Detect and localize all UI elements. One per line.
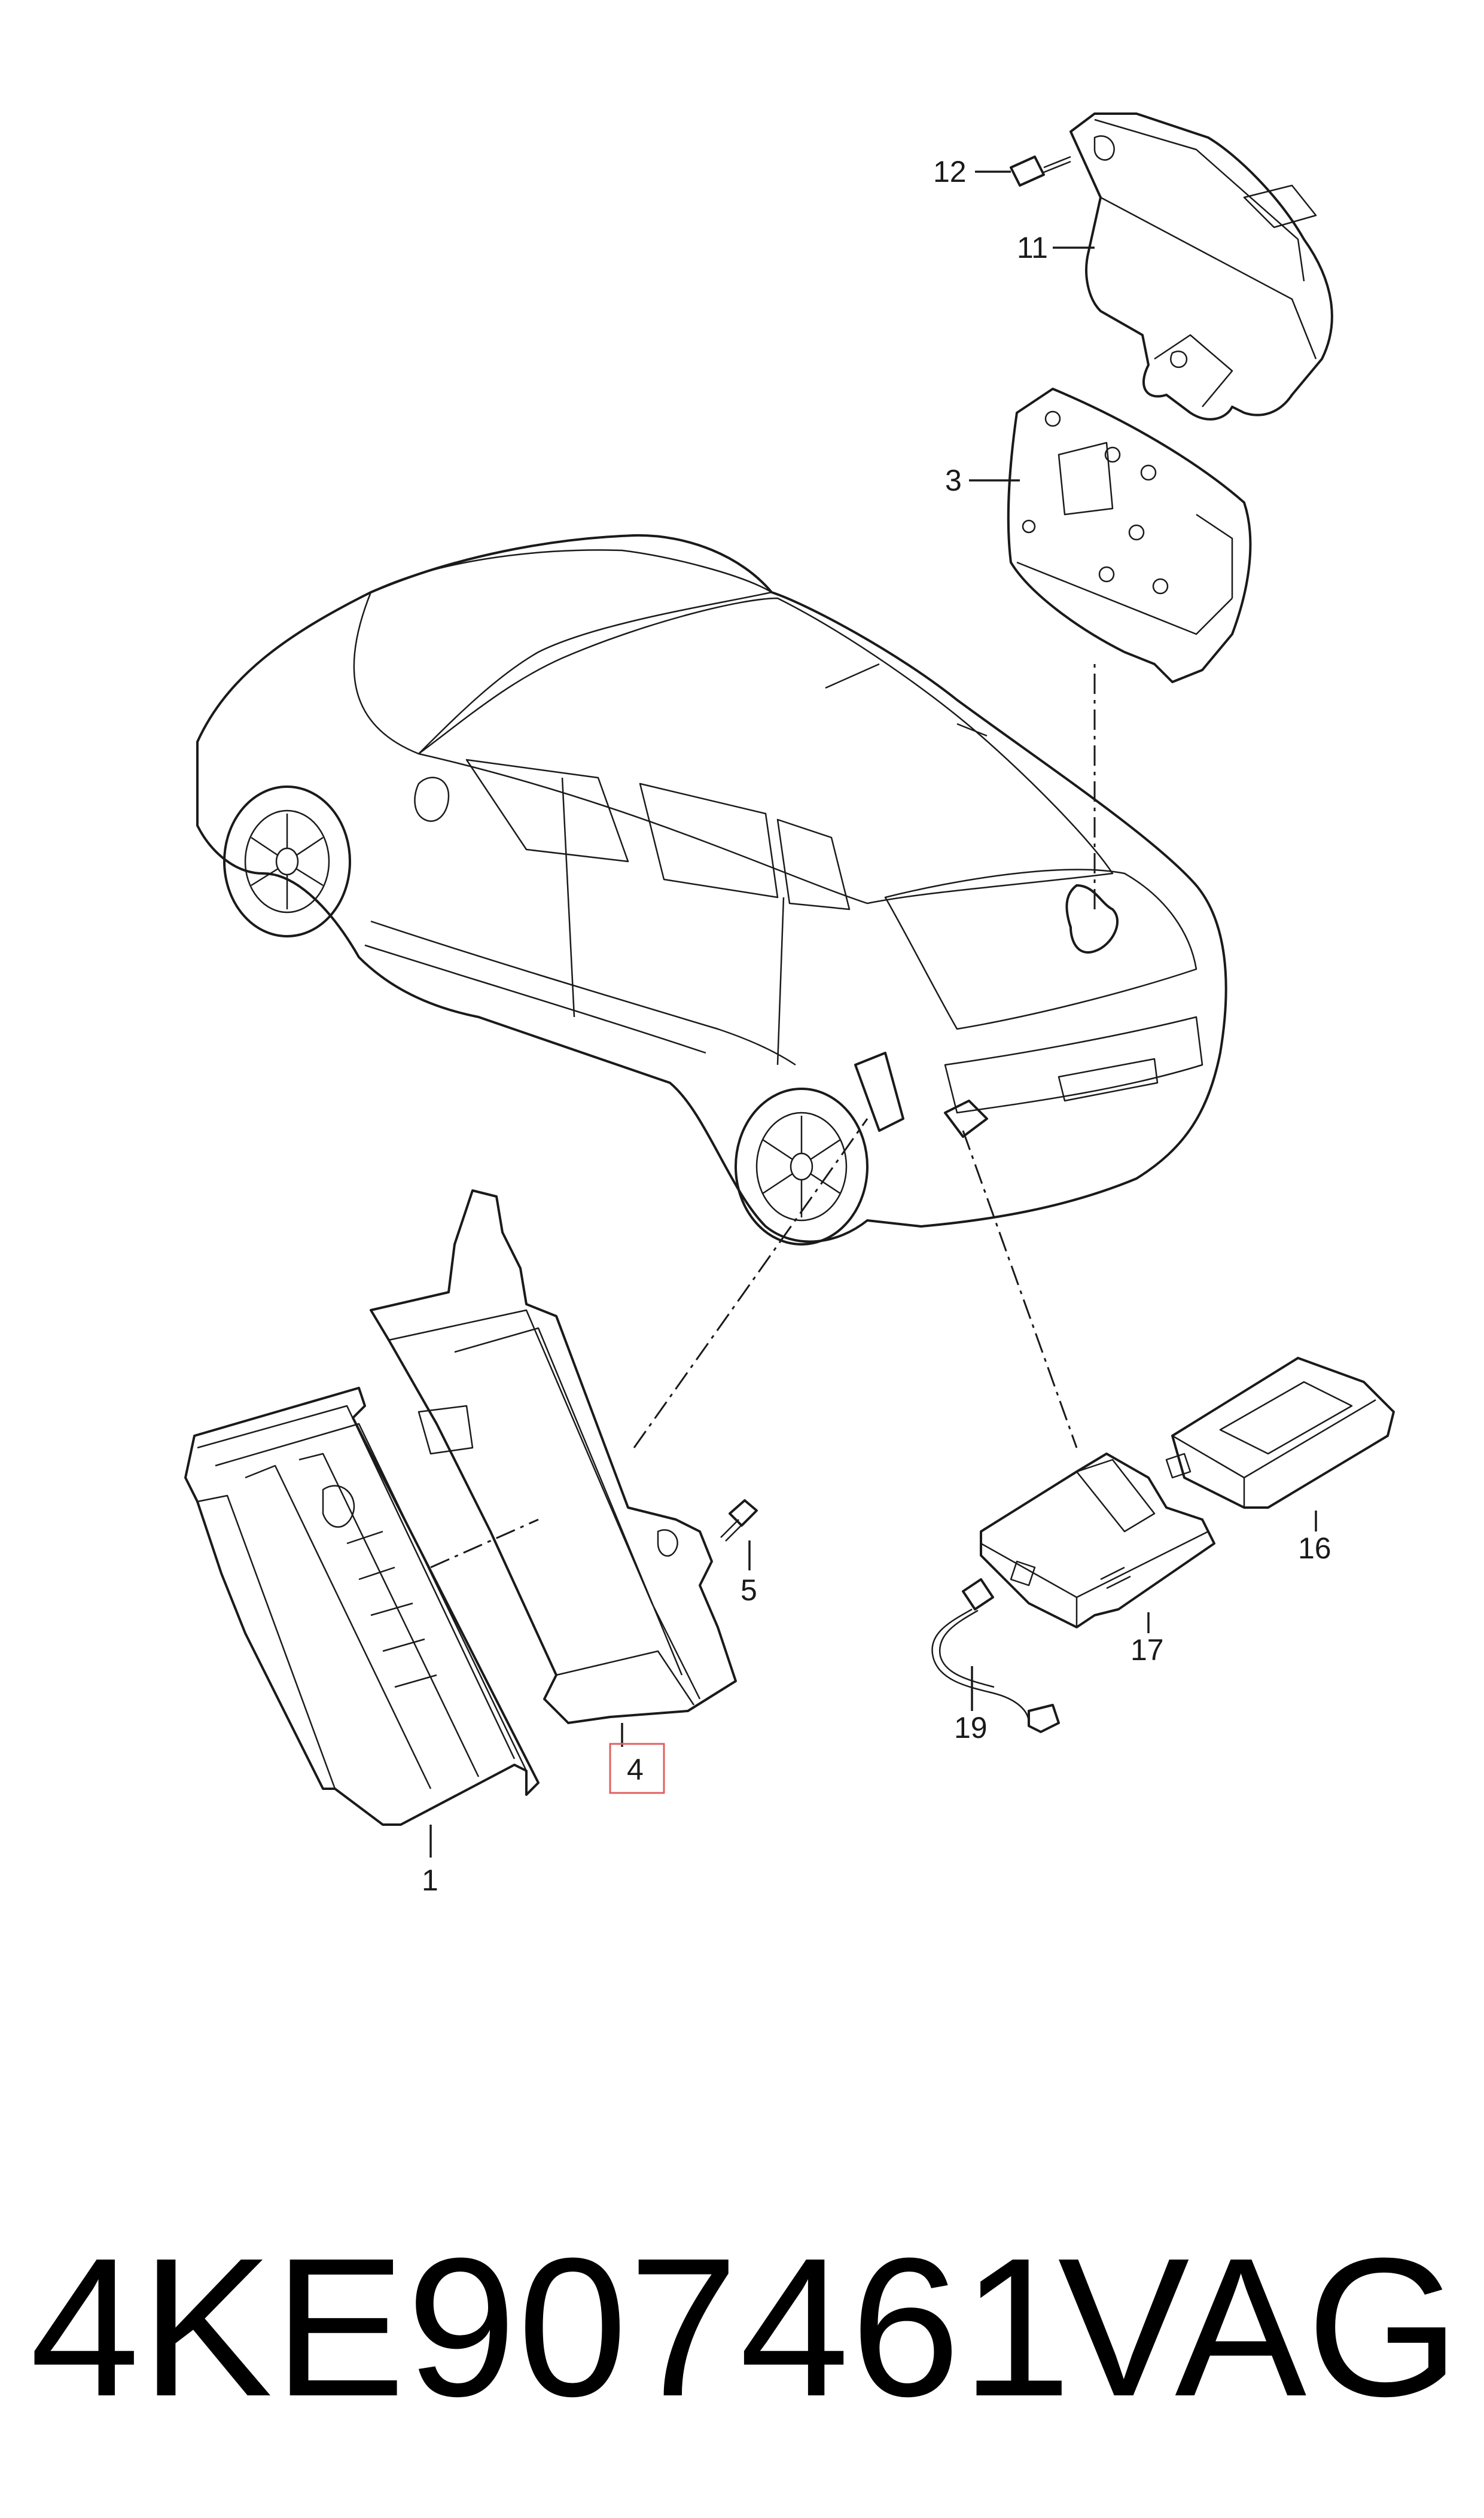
indicator-lines [430, 658, 1096, 1569]
leader-lines [429, 170, 1317, 1858]
callout-12: 12 [933, 155, 967, 188]
callout-11: 11 [1017, 231, 1048, 264]
screw-12 [1010, 156, 1071, 187]
module-16 [1165, 1357, 1395, 1509]
callout-4: 4 [627, 1753, 644, 1786]
callout-5: 5 [741, 1573, 757, 1607]
brand-label: VAG [1058, 2216, 1460, 2437]
part-number: 4KE907461 [30, 2216, 1072, 2437]
control-unit-4 [370, 1189, 737, 1724]
callout-1: 1 [422, 1864, 438, 1897]
cable-19 [931, 1578, 1060, 1733]
receiver-unit-17 [980, 1453, 1215, 1628]
footer: 4KE907461 VAG [0, 2213, 1484, 2441]
callout-3: 3 [945, 464, 962, 497]
bracket-assembly-1 [184, 1387, 540, 1826]
highlight-box-4 [609, 1743, 665, 1794]
vehicle-illustration [196, 534, 1227, 1246]
callout-19: 19 [954, 1711, 988, 1744]
screw-5 [720, 1499, 758, 1542]
control-module-3 [1007, 388, 1252, 683]
callout-17: 17 [1130, 1633, 1164, 1667]
control-unit-11 [1069, 112, 1333, 421]
callout-16: 16 [1298, 1531, 1331, 1565]
